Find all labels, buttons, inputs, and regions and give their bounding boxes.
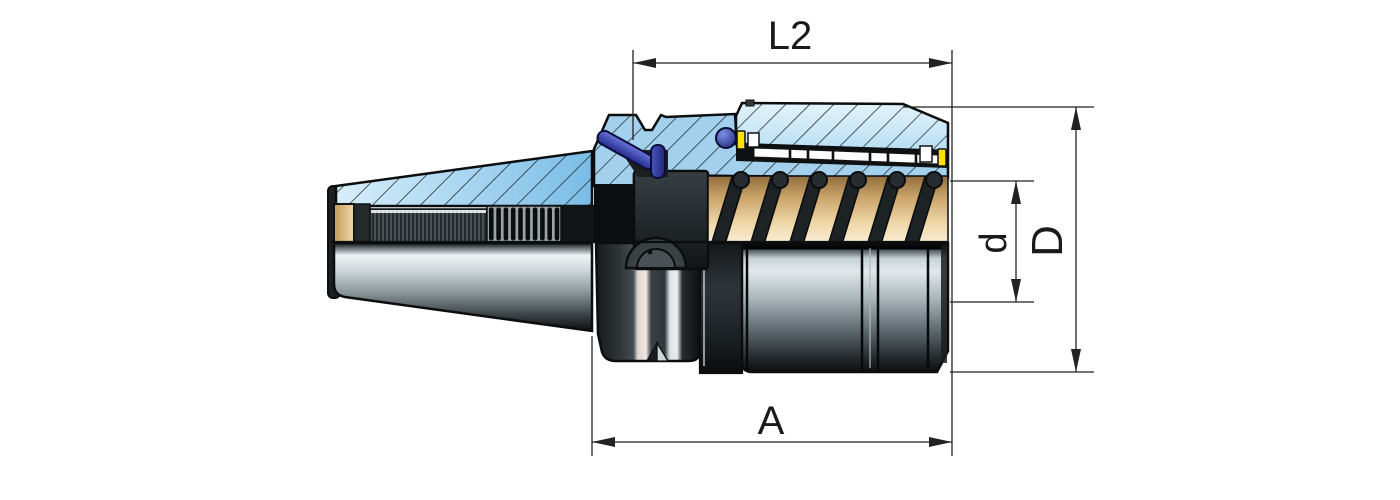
arrow-down-icon <box>1011 279 1021 302</box>
bore-ring <box>353 203 371 243</box>
thread-top-highlight <box>371 210 486 213</box>
clamping-nut-hatch <box>734 101 950 153</box>
drive-key-dot <box>647 249 653 255</box>
chuck-body-lower <box>740 241 950 374</box>
bearing-ball <box>715 127 737 149</box>
bearing-roller-left <box>747 132 760 148</box>
thread-coils <box>489 207 560 241</box>
flange-v-groove-right-flank <box>656 340 670 362</box>
taper-shank-section-hatch <box>334 149 594 208</box>
roller-bearing-strip <box>715 127 948 168</box>
dimension-d <box>950 180 1034 303</box>
arrow-left-icon <box>633 58 656 68</box>
shank-thread-fine <box>369 208 488 243</box>
lower-external-view <box>327 185 950 375</box>
D-label: D <box>1023 225 1072 257</box>
arrow-up-icon <box>1011 181 1021 204</box>
pull-stud-thread-block <box>333 203 355 243</box>
roller-top-bumps <box>732 171 943 189</box>
arrow-right-icon <box>929 437 952 447</box>
dimension-D <box>903 106 1094 373</box>
nut-spanner-notch <box>745 99 755 107</box>
dimension-a <box>591 336 952 456</box>
coolant-pin-vertical <box>650 144 666 179</box>
arrow-down-icon <box>1071 349 1081 372</box>
arrow-up-icon <box>1071 107 1081 130</box>
drive-key-boss-inner <box>635 248 677 269</box>
nose-face-shading <box>941 245 947 363</box>
arrow-right-icon <box>929 58 952 68</box>
bore-dark-taper <box>561 205 594 242</box>
arrow-left-icon <box>592 437 615 447</box>
taper-cone-lower <box>332 241 594 333</box>
d-label: d <box>973 232 1015 253</box>
bore-dark-flange <box>594 184 634 243</box>
dimension-l2 <box>632 50 953 456</box>
needle-rollers <box>710 176 939 242</box>
l2-label: L2 <box>768 14 813 58</box>
upper-section-view <box>333 99 950 271</box>
a-label: A <box>758 399 785 443</box>
retainer-clip-left <box>736 130 746 150</box>
dimension-annotations <box>591 50 1094 456</box>
bearing-roller-right <box>919 145 933 163</box>
retainer-clip-right <box>937 148 947 167</box>
